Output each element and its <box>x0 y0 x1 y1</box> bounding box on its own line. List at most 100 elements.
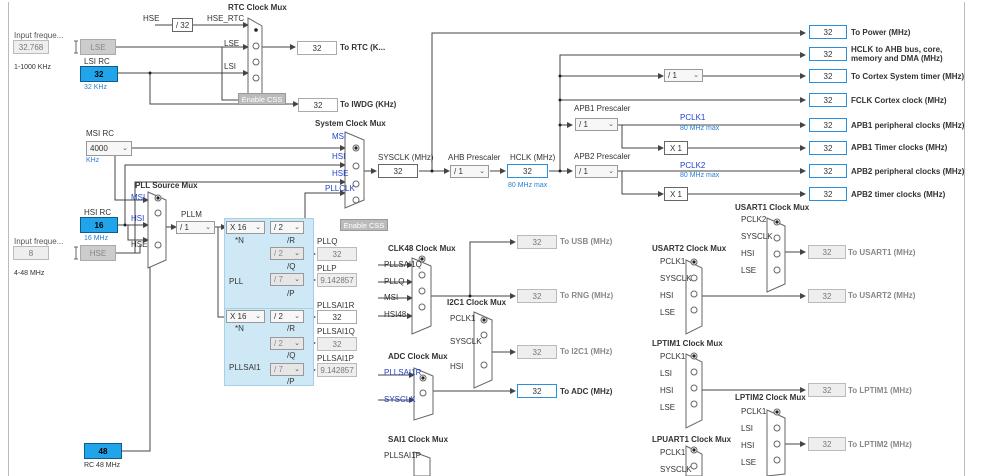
lptim1-output-label: To LPTIM1 (MHz) <box>848 386 912 395</box>
adc-in-pllsai1r: PLLSAI1R <box>384 368 422 377</box>
rtc-enable-css-button[interactable]: Enable CSS <box>238 93 286 105</box>
usart1-freq-value: 32 <box>808 245 846 259</box>
pllm-dropdown[interactable]: / 1⌄ <box>176 221 215 234</box>
apb2-prescaler-dropdown[interactable]: / 1⌄ <box>575 165 618 178</box>
pllsai1-n-dropdown[interactable]: X 16⌄ <box>226 310 265 323</box>
hse-input-freq-field[interactable]: 8 <box>13 246 49 260</box>
chevron-down-icon: ⌄ <box>255 224 261 231</box>
out-apb1-periph-label: APB1 peripheral clocks (MHz) <box>851 121 965 130</box>
usart1-in-sysclk: SYSCLK <box>741 232 773 241</box>
hclk-value[interactable]: 32 <box>507 164 548 178</box>
pclk1-label: PCLK1 <box>680 113 706 122</box>
hclk-label: HCLK (MHz) <box>510 153 556 162</box>
ahb-prescaler-dropdown[interactable]: / 1⌄ <box>450 165 489 178</box>
sysmux-enable-css-button[interactable]: Enable CSS <box>340 219 388 231</box>
pllq-value: 32 <box>317 247 357 261</box>
out-hclk-value[interactable]: 32 <box>809 47 847 61</box>
pll-p-dropdown[interactable]: / 7⌄ <box>270 273 304 286</box>
lptim2-output-label: To LPTIM2 (MHz) <box>848 440 912 449</box>
out-fclk-label: FCLK Cortex clock (MHz) <box>851 96 947 105</box>
lptim1-in-lsi: LSI <box>660 369 673 378</box>
sysmux-pllclk-label: PLLCLK <box>325 184 355 193</box>
msi-range-dropdown[interactable]: 4000⌄ <box>86 141 132 156</box>
sysclk-value[interactable]: 32 <box>378 164 418 178</box>
out-hclk-label: HCLK to AHB bus, core, <box>851 45 943 54</box>
clk48-in-pllsai1q: PLLSAI1Q <box>384 260 422 269</box>
lptim2-freq-value: 32 <box>808 437 846 451</box>
hsi-title: HSI RC <box>84 208 112 217</box>
rtc-hse-div[interactable]: / 32 <box>172 18 193 32</box>
clock-config-panel <box>8 2 965 476</box>
lsi-title: LSI RC <box>84 57 110 66</box>
pll-r-label: /R <box>287 236 295 245</box>
out-apb1-periph-value[interactable]: 32 <box>809 118 847 132</box>
pclk2-max: 80 MHz max <box>680 172 720 179</box>
usb-freq-value: 32 <box>517 235 557 249</box>
pllsai1r-value: 32 <box>317 310 357 324</box>
usart1-in-lse: LSE <box>741 266 757 275</box>
pll-p-label: /P <box>287 289 295 298</box>
lptim1-freq-value: 32 <box>808 383 846 397</box>
pclk2-label: PCLK2 <box>680 161 706 170</box>
pllsrc-hsi-label: HSI <box>131 214 145 223</box>
pllp-label: PLLP <box>317 264 337 273</box>
sysmux-msi-label: MSI <box>332 132 347 141</box>
pll-n-label: *N <box>235 236 244 245</box>
iwdg-freq-value: 32 <box>298 98 338 112</box>
out-apb2-timer-label: APB2 timer clocks (MHz) <box>851 190 946 199</box>
lpuart1-mux-title: LPUART1 Clock Mux <box>652 435 732 444</box>
apb1-timer-mult: X 1 <box>664 141 688 155</box>
lse-input-freq-field[interactable]: 32.768 <box>13 40 49 54</box>
hsi48-sub: RC 48 MHz <box>84 462 121 469</box>
cortex-timer-div-dropdown[interactable]: / 1⌄ <box>664 69 703 82</box>
chevron-down-icon: ⌄ <box>693 72 699 79</box>
lse-osc-block[interactable]: LSE <box>80 39 116 55</box>
out-hclk-label-2: memory and DMA (MHz) <box>851 54 943 63</box>
rtc-freq-value: 32 <box>297 41 337 55</box>
pllp-value: 9.142857 <box>317 273 357 287</box>
pllsai1-p-label: /P <box>287 377 295 386</box>
i2c1-in-hsi: HSI <box>450 362 464 371</box>
pllsai1q-label: PLLSAI1Q <box>317 327 355 336</box>
usart2-mux-title: USART2 Clock Mux <box>652 244 727 253</box>
usart1-in-hsi: HSI <box>741 249 755 258</box>
pllsai1p-label: PLLSAI1P <box>317 354 354 363</box>
pllsai1-p-dropdown[interactable]: / 7⌄ <box>270 363 304 376</box>
out-apb2-timer-value[interactable]: 32 <box>809 187 847 201</box>
msi-sub: KHz <box>86 157 100 164</box>
usart2-in-sysclk: SYSCLK <box>660 274 692 283</box>
apb1-prescaler-label: APB1 Prescaler <box>574 104 631 113</box>
pll-n-dropdown[interactable]: X 16⌄ <box>226 221 265 234</box>
lptim2-in-lse: LSE <box>741 458 757 467</box>
out-apb2-periph-value[interactable]: 32 <box>809 164 847 178</box>
chevron-down-icon: ⌄ <box>205 224 211 231</box>
pll-q-dropdown[interactable]: / 2⌄ <box>270 247 304 260</box>
pllsrc-msi-label: MSI <box>131 193 146 202</box>
chevron-down-icon: ⌄ <box>294 250 300 257</box>
apb1-prescaler-dropdown[interactable]: / 1⌄ <box>575 118 618 131</box>
pllsai1-q-dropdown[interactable]: / 2⌄ <box>270 337 304 350</box>
lptim2-in-hsi: HSI <box>741 441 755 450</box>
i2c1-in-pclk1: PCLK1 <box>450 314 476 323</box>
adc-mux-title: ADC Clock Mux <box>388 352 448 361</box>
pclk1-max: 80 MHz max <box>680 125 720 132</box>
system-clock-mux-title: System Clock Mux <box>315 119 386 128</box>
out-fclk-value[interactable]: 32 <box>809 93 847 107</box>
out-cortex-timer-value[interactable]: 32 <box>809 69 847 83</box>
usart2-freq-value: 32 <box>808 289 846 303</box>
hsi48-rc-block: 48 <box>84 443 122 459</box>
hse-osc-block[interactable]: HSE <box>80 245 116 261</box>
out-apb1-timer-value[interactable]: 32 <box>809 141 847 155</box>
sysmux-hsi-label: HSI <box>332 152 346 161</box>
out-power-value[interactable]: 32 <box>809 25 847 39</box>
pll-r-dropdown[interactable]: / 2⌄ <box>270 221 304 234</box>
pllsai1p-value: 9.142857 <box>317 363 357 377</box>
apb2-timer-mult: X 1 <box>664 187 688 201</box>
lptim2-in-lsi: LSI <box>741 424 754 433</box>
adc-freq-value[interactable]: 32 <box>517 384 557 398</box>
usart2-output-label: To USART2 (MHz) <box>848 291 916 300</box>
pll-source-mux-title: PLL Source Mux <box>135 181 198 190</box>
lptim2-in-pclk1: PCLK1 <box>741 407 767 416</box>
pllsai1-r-dropdown[interactable]: / 2⌄ <box>270 310 304 323</box>
rtc-output-label: To RTC (K... <box>340 43 386 52</box>
